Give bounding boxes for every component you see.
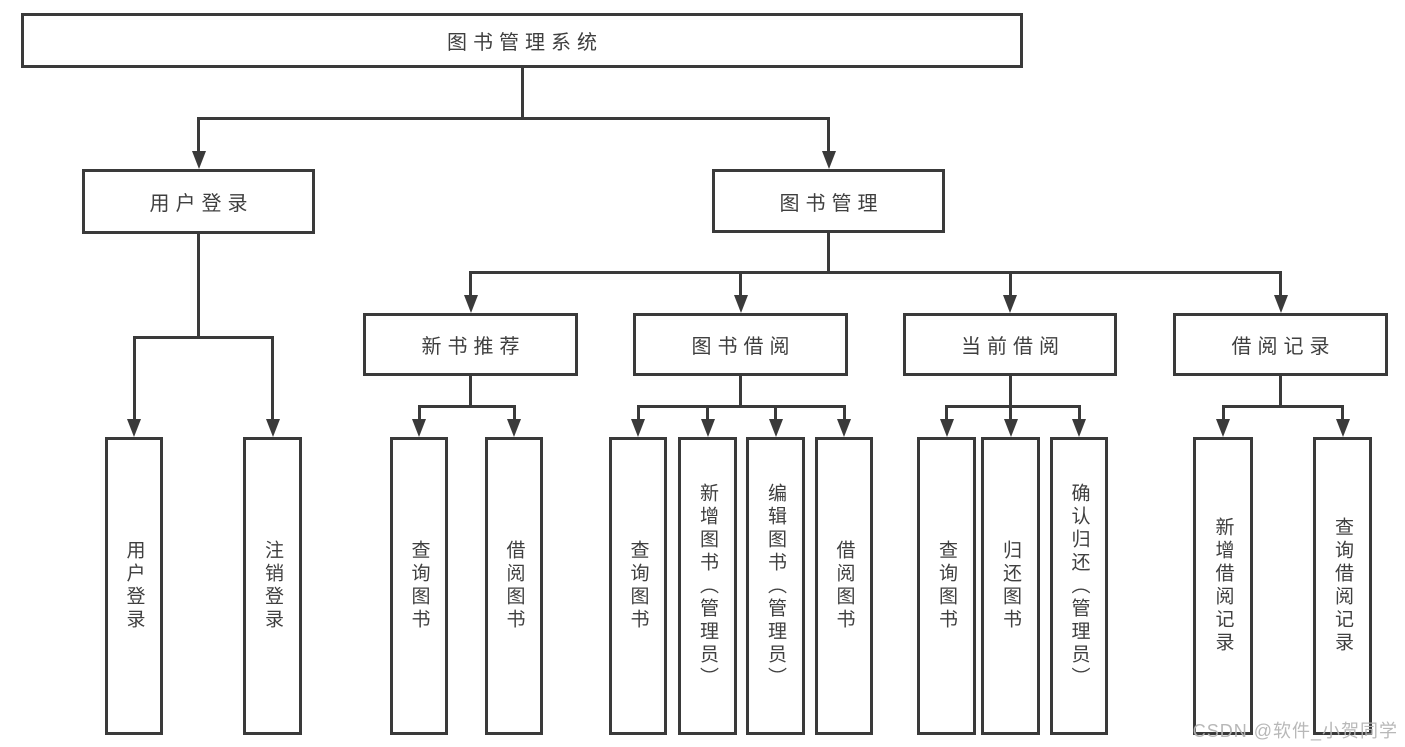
arrow-down-icon (1273, 295, 1288, 313)
node-leaf-return-book: 归还图书 (981, 437, 1040, 735)
node-label: 用户登录 (149, 193, 254, 215)
node-label: 查询图书 (627, 540, 649, 632)
node-leaf-logout: 注销登录 (243, 437, 302, 735)
node-label: 借阅图书 (503, 540, 525, 632)
connector-line (197, 117, 830, 120)
connector-line (132, 336, 274, 339)
arrow-down-icon (265, 419, 280, 437)
connector-line (1341, 405, 1344, 421)
arrow-down-icon (412, 419, 426, 437)
connector-line (1221, 405, 1225, 421)
connector-line (417, 405, 421, 421)
connector-line (469, 271, 1282, 274)
node-borrow: 图书借阅 (633, 313, 848, 376)
connector-line (469, 376, 472, 408)
connector-line (469, 271, 472, 297)
node-leaf-confirm-return: 确认归还（管理员） (1050, 437, 1108, 735)
node-label: 用户登录 (123, 540, 145, 632)
node-label: 新增图书（管理员） (697, 482, 718, 690)
node-label: 图书管理 (779, 192, 884, 215)
connector-line (197, 117, 200, 153)
node-leaf-add-book: 新增图书（管理员） (678, 437, 737, 735)
node-leaf-query-book-3: 查询图书 (917, 437, 976, 735)
connector-line (1279, 271, 1282, 297)
connector-line (512, 405, 516, 421)
arrow-down-icon (733, 295, 748, 313)
connector-line (636, 405, 846, 408)
node-label: 借阅图书 (833, 540, 855, 632)
node-leaf-query-book-2: 查询图书 (609, 437, 667, 735)
arrow-down-icon (1335, 419, 1350, 437)
node-mgmt: 图书管理 (712, 169, 945, 233)
node-label: 归还图书 (1000, 540, 1021, 632)
node-current: 当前借阅 (903, 313, 1117, 376)
connector-line (945, 405, 1081, 408)
connector-line (1221, 405, 1344, 408)
node-leaf-user-login: 用户登录 (105, 437, 163, 735)
node-root: 图书管理系统 (21, 13, 1023, 68)
arrow-down-icon (1003, 419, 1018, 437)
connector-line (706, 405, 709, 421)
arrow-down-icon (127, 419, 141, 437)
arrow-down-icon (191, 151, 206, 169)
arrow-down-icon (939, 419, 954, 437)
connector-line (520, 68, 524, 120)
node-label: 查询图书 (408, 540, 430, 632)
node-label: 当前借阅 (961, 336, 1065, 358)
node-label: 新增借阅记录 (1212, 517, 1234, 655)
arrow-down-icon (1072, 419, 1086, 437)
connector-line (945, 405, 948, 421)
node-leaf-borrow-book-2: 借阅图书 (815, 437, 873, 735)
node-records: 借阅记录 (1173, 313, 1388, 376)
connector-line (197, 234, 200, 339)
node-label: 新书推荐 (421, 336, 526, 358)
connector-line (842, 405, 846, 421)
arrow-down-icon (631, 419, 645, 437)
arrow-down-icon (700, 419, 715, 437)
arrow-down-icon (821, 151, 836, 169)
csdn-watermark: CSDN @软件_小贺同学 (1192, 721, 1398, 741)
connector-line (774, 405, 777, 421)
arrow-down-icon (463, 295, 478, 313)
node-label: 图书借阅 (691, 336, 796, 358)
node-label: 确认归还（管理员） (1068, 482, 1090, 690)
node-label: 编辑图书（管理员） (765, 482, 786, 690)
connector-line (132, 336, 136, 421)
connector-line (636, 405, 640, 421)
node-label: 借阅记录 (1231, 336, 1336, 358)
connector-line (827, 233, 830, 274)
node-label: 图书管理系统 (447, 32, 603, 54)
connector-line (1008, 376, 1012, 408)
node-leaf-query-book-1: 查询图书 (390, 437, 448, 735)
node-label: 注销登录 (262, 540, 283, 632)
connector-line (1077, 405, 1081, 421)
connector-line (1008, 271, 1012, 297)
connector-line (739, 376, 742, 408)
connector-line (271, 336, 274, 421)
node-leaf-borrow-book-1: 借阅图书 (485, 437, 543, 735)
node-label: 查询图书 (936, 540, 957, 632)
node-leaf-add-record: 新增借阅记录 (1193, 437, 1253, 735)
arrow-down-icon (768, 419, 783, 437)
arrow-down-icon (1216, 419, 1230, 437)
node-leaf-query-record: 查询借阅记录 (1313, 437, 1372, 735)
connector-line (827, 117, 830, 153)
connector-line (1279, 376, 1282, 408)
node-login: 用户登录 (82, 169, 315, 234)
node-rec: 新书推荐 (363, 313, 578, 376)
arrow-down-icon (507, 419, 521, 437)
node-leaf-edit-book: 编辑图书（管理员） (746, 437, 805, 735)
connector-line (739, 271, 742, 297)
connector-line (1009, 405, 1012, 421)
connector-line (417, 405, 516, 408)
arrow-down-icon (1003, 295, 1017, 313)
node-label: 查询借阅记录 (1332, 517, 1353, 655)
arrow-down-icon (837, 419, 851, 437)
